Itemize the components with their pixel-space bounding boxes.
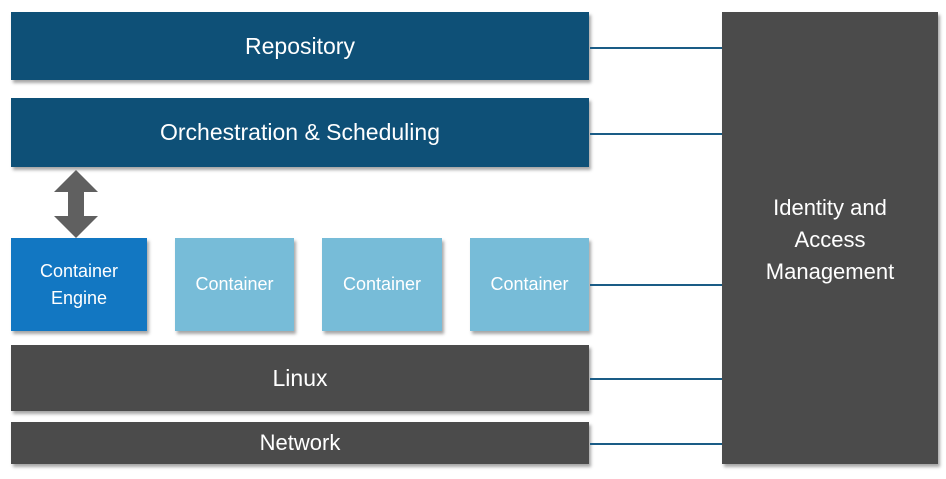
orchestration-label: Orchestration & Scheduling [160,119,440,145]
container-label: Container [195,274,274,294]
connector-line-linux [590,378,722,380]
connector-line-network [590,443,722,445]
connector-line-repository [590,47,722,49]
repository-layer: Repository [11,12,589,80]
connector-line-containers [590,284,722,286]
iam-label: Identity and Access Management [765,195,895,284]
linux-layer: Linux [11,345,589,411]
container-box: Container [470,238,589,331]
container-engine-box: Container Engine [11,238,147,331]
container-box: Container [322,238,442,331]
identity-access-management-box: Identity and Access Management [722,12,938,464]
double-arrow-vertical-icon [54,170,98,238]
linux-label: Linux [272,364,328,391]
repository-label: Repository [245,32,355,59]
container-label: Container [490,274,569,294]
orchestration-scheduling-layer: Orchestration & Scheduling [11,98,589,167]
container-engine-label: Container Engine [39,261,119,308]
container-box: Container [175,238,294,331]
network-layer: Network [11,422,589,464]
connector-line-orchestration [590,133,722,135]
network-label: Network [259,430,341,455]
container-label: Container [342,274,422,294]
